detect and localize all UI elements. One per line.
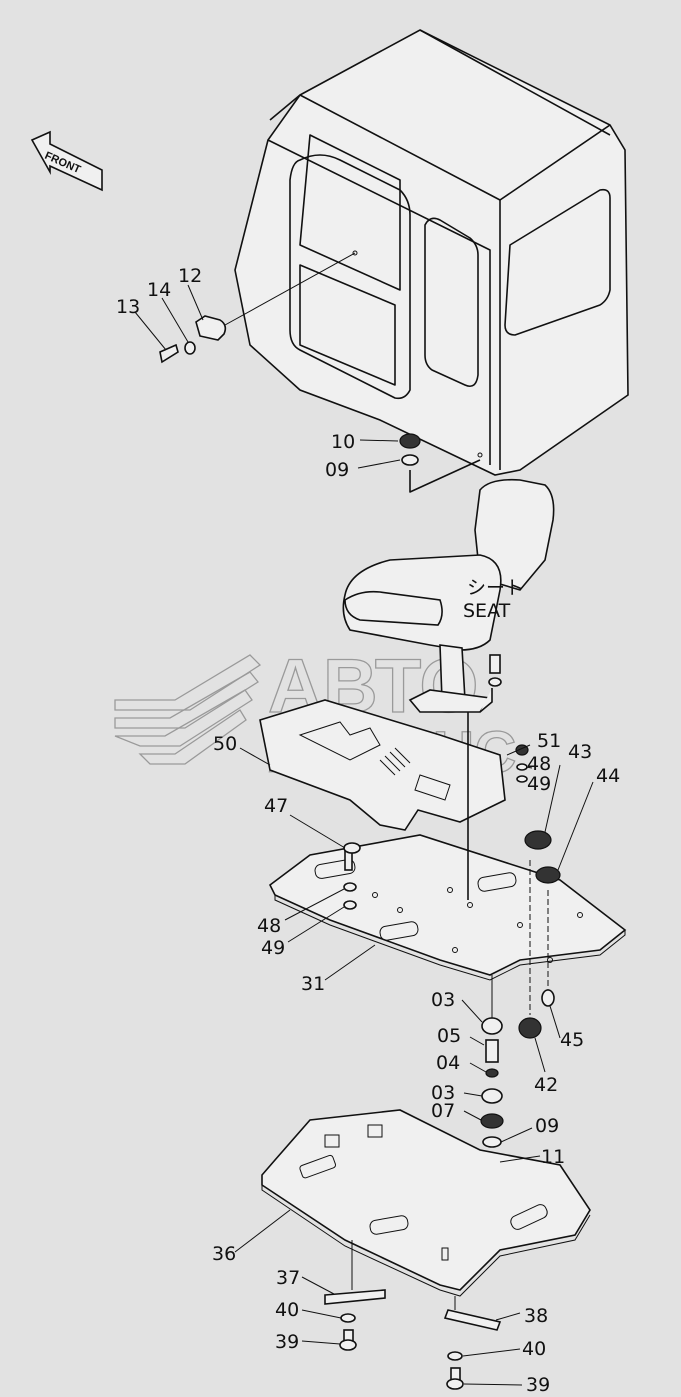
seat-label-jp: シート	[467, 577, 524, 599]
seat-label-en: SEAT	[463, 600, 511, 622]
seat	[342, 478, 555, 713]
callout-39: 39	[275, 1331, 299, 1353]
latch-part-12	[195, 315, 227, 341]
callout-13: 13	[116, 296, 140, 318]
nut-washer	[399, 433, 481, 493]
callout-40: 40	[275, 1299, 299, 1321]
latch-assembly	[159, 252, 356, 364]
leader-lines	[134, 284, 594, 1386]
callouts: 12 14 13 10 09 50 51 48 49 43 44 47 48 4…	[116, 265, 620, 1396]
callout-44: 44	[596, 765, 620, 787]
callout-03: 03	[431, 989, 455, 1011]
callout-50: 50	[213, 733, 237, 755]
callout-37: 37	[276, 1267, 300, 1289]
callout-11: 11	[541, 1146, 565, 1168]
callout-48: 48	[257, 915, 281, 937]
cab	[234, 29, 629, 476]
callout-05: 05	[437, 1025, 461, 1047]
watermark-logo-icon	[114, 654, 262, 765]
callout-45: 45	[560, 1029, 584, 1051]
callout-48: 48	[527, 753, 551, 775]
floor-plate-36	[261, 1109, 591, 1297]
callout-43: 43	[568, 741, 592, 763]
callout-49: 49	[527, 773, 551, 795]
callout-38: 38	[524, 1305, 548, 1327]
floor-plate-31	[268, 834, 627, 981]
callout-03: 03	[431, 1082, 455, 1104]
callout-10: 10	[331, 431, 355, 453]
floor-mat-50	[259, 699, 506, 831]
callout-14: 14	[147, 279, 171, 301]
callout-12: 12	[178, 265, 202, 287]
callout-49: 49	[261, 937, 285, 959]
washer-part-14	[184, 341, 196, 355]
hardware-upper	[343, 744, 561, 1185]
callout-40: 40	[522, 1338, 546, 1360]
callout-39: 39	[526, 1374, 550, 1396]
callout-09: 09	[535, 1115, 559, 1137]
callout-31: 31	[301, 973, 325, 995]
callout-36: 36	[212, 1243, 236, 1265]
callout-47: 47	[264, 795, 288, 817]
callout-09: 09	[325, 459, 349, 481]
hardware-lower	[324, 1289, 502, 1390]
callout-42: 42	[534, 1074, 558, 1096]
callout-07: 07	[431, 1100, 455, 1122]
front-arrow-icon: FRONT	[30, 130, 103, 192]
callout-51: 51	[537, 730, 561, 752]
screw-part-13	[159, 343, 179, 364]
callout-04: 04	[436, 1052, 460, 1074]
